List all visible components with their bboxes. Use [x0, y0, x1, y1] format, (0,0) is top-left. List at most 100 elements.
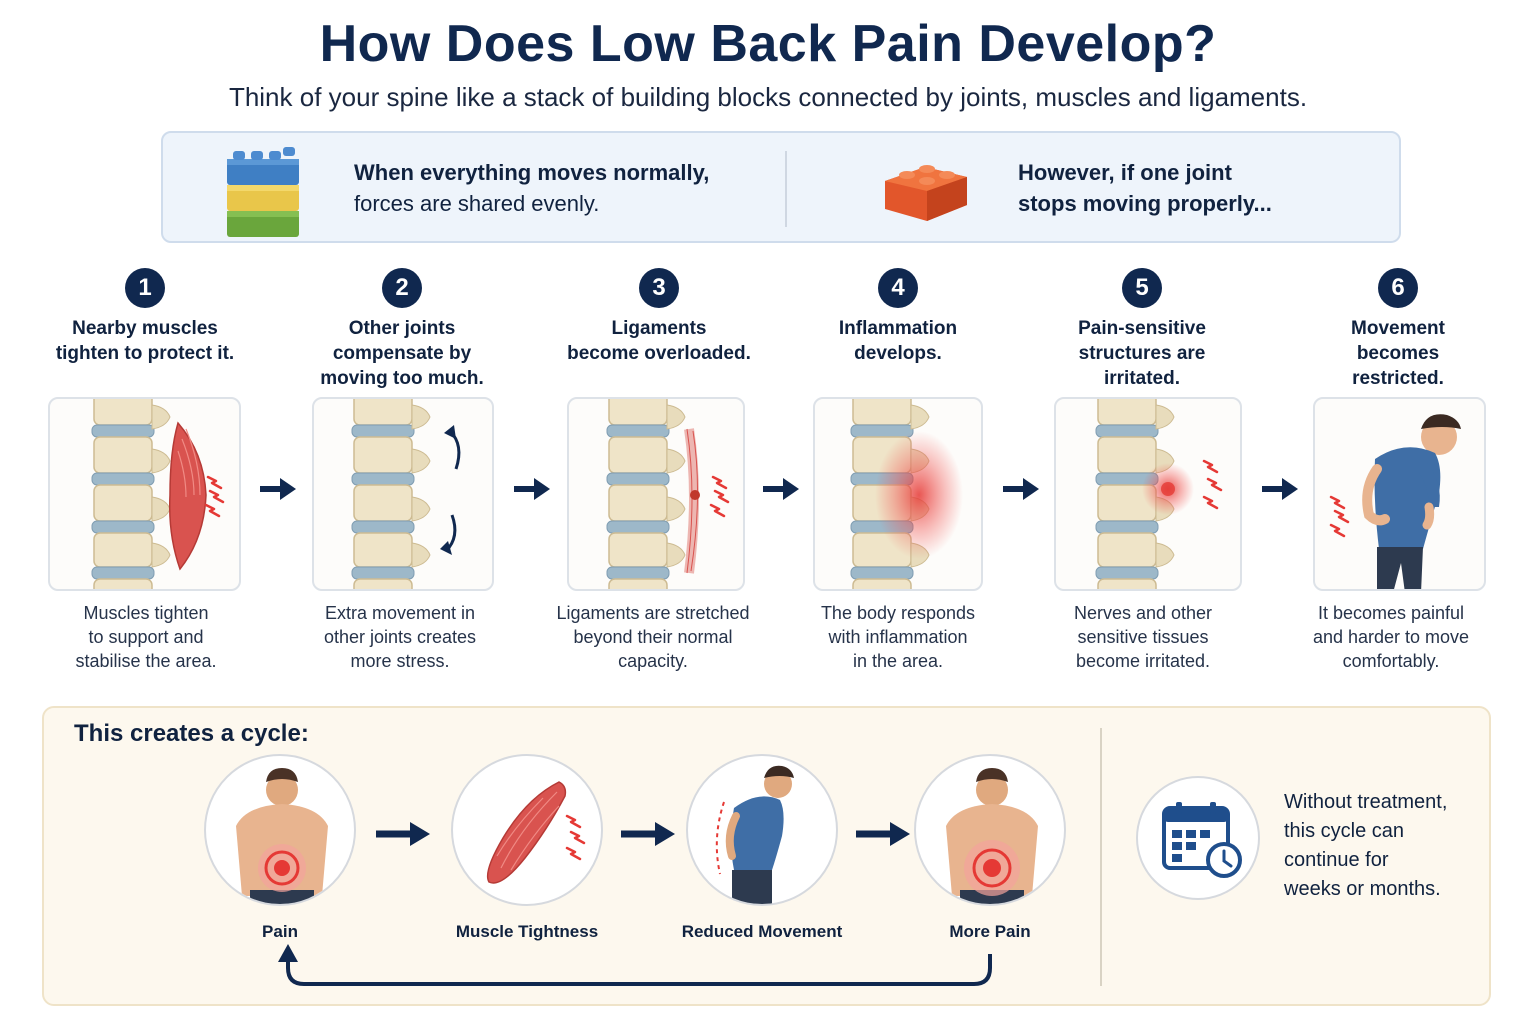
spine-ligament-illustration	[606, 399, 730, 589]
page-title: How Does Low Back Pain Develop?	[319, 15, 1217, 73]
step-title-line: tighten to protect it.	[55, 343, 235, 364]
intro-right-line1: However, if one joint	[1018, 160, 1232, 185]
step-3-illustration	[567, 397, 745, 591]
cycle-label-muscle-tightness: Muscle Tightness	[455, 922, 599, 941]
step-title: Nearby muscles tighten to protect it.	[35, 316, 255, 366]
step-title-line: structures are	[1078, 343, 1206, 364]
calendar-clock-icon	[1162, 802, 1242, 878]
cycle-note-line: Without treatment,	[1284, 791, 1448, 813]
step-title-line: Nearby muscles	[72, 318, 218, 339]
intro-divider	[785, 151, 787, 227]
cycle-movement-circle	[686, 754, 838, 906]
step-title-line: compensate by	[332, 343, 472, 364]
arrow-right-icon	[856, 822, 910, 846]
cycle-pain-circle	[204, 754, 356, 906]
step-title-line: Movement	[1351, 318, 1445, 339]
cycle-divider	[1100, 728, 1102, 986]
step-desc-line: Extra movement in	[324, 603, 476, 623]
intro-left-text: When everything moves normally, forces a…	[354, 157, 709, 219]
step-desc-line: It becomes painful	[1317, 603, 1465, 623]
step-6: 6 Movement becomes restricted.	[1288, 268, 1508, 389]
step-title-line: becomes	[1356, 343, 1440, 364]
step-number: 4	[878, 268, 918, 308]
back-pain-torso-icon	[236, 768, 328, 904]
step-number: 1	[125, 268, 165, 308]
arrow-right-icon	[1003, 478, 1039, 500]
arrow-right-icon	[1262, 478, 1298, 500]
step-3-description: Ligaments are stretched beyond their nor…	[533, 601, 773, 673]
step-4-description: The body responds with inflammation in t…	[778, 601, 1018, 673]
person-back-pain-illustration	[1329, 414, 1461, 589]
step-1-illustration	[48, 397, 241, 591]
step-desc-line: become irritated.	[1075, 651, 1211, 671]
step-desc-line: other joints creates	[323, 627, 477, 647]
intro-right-text: However, if one joint stops moving prope…	[1018, 157, 1272, 219]
step-desc-line: beyond their normal	[573, 627, 733, 647]
calendar-circle	[1136, 776, 1260, 900]
cycle-title: This creates a cycle:	[74, 720, 309, 747]
back-pain-torso-icon	[946, 768, 1038, 904]
step-title-line: Ligaments	[611, 318, 707, 339]
cycle-label-reduced-movement: Reduced Movement	[681, 922, 843, 941]
step-desc-line: and harder to move	[1312, 627, 1470, 647]
cycle-label-pain: Pain	[262, 922, 298, 941]
step-4: 4 Inflammation develops.	[788, 268, 1008, 364]
spine-inflammation-illustration	[850, 399, 963, 589]
step-2: 2 Other joints compensate by moving too …	[292, 268, 512, 389]
step-desc-line: Nerves and other	[1073, 603, 1213, 623]
step-5-illustration	[1054, 397, 1242, 591]
arrow-right-icon	[260, 478, 296, 500]
step-desc-line: more stress.	[350, 651, 450, 671]
arrow-right-icon	[621, 822, 675, 846]
spine-nerve-illustration	[1095, 399, 1223, 589]
intro-left-bold: When everything moves normally,	[354, 160, 710, 185]
step-title-line: Inflammation	[838, 318, 958, 339]
step-title: Ligaments become overloaded.	[549, 316, 769, 366]
step-6-description: It becomes painful and harder to move co…	[1271, 601, 1511, 673]
step-title-line: restricted.	[1352, 368, 1444, 389]
step-2-illustration	[312, 397, 494, 591]
step-number: 6	[1378, 268, 1418, 308]
step-5: 5 Pain-sensitive structures are irritate…	[1032, 268, 1252, 389]
cycle-more-pain-circle	[914, 754, 1066, 906]
spine-muscle-illustration	[91, 399, 225, 589]
bent-person-icon	[715, 765, 794, 904]
step-6-illustration	[1313, 397, 1486, 591]
cycle-muscle-circle	[451, 754, 603, 906]
cycle-box: This creates a cycle: Pain Muscle Tightn…	[42, 706, 1491, 1006]
cycle-note-line: continue for	[1284, 849, 1389, 871]
stacked-blocks-icon	[227, 147, 299, 237]
step-desc-line: sensitive tissues	[1077, 627, 1209, 647]
step-desc-line: with inflammation	[828, 627, 968, 647]
step-desc-line: capacity.	[618, 651, 688, 671]
step-title-line: moving too much.	[320, 368, 484, 389]
step-title-line: develops.	[854, 343, 942, 364]
step-title: Other joints compensate by moving too mu…	[292, 316, 512, 391]
cycle-note-line: this cycle can	[1284, 820, 1405, 842]
step-title: Pain-sensitive structures are irritated.	[1032, 316, 1252, 391]
step-desc-line: stabilise the area.	[75, 651, 217, 671]
intro-box: When everything moves normally, forces a…	[161, 131, 1401, 243]
step-desc-line: The body responds	[820, 603, 976, 623]
cycle-return-arrow-icon	[278, 944, 992, 986]
step-number: 5	[1122, 268, 1162, 308]
step-desc-line: in the area.	[852, 651, 944, 671]
step-title: Movement becomes restricted.	[1288, 316, 1508, 391]
step-2-description: Extra movement in other joints creates m…	[280, 601, 520, 673]
single-block-icon	[885, 165, 967, 221]
step-desc-line: to support and	[88, 627, 204, 647]
arrow-right-icon	[514, 478, 550, 500]
step-4-illustration	[813, 397, 983, 591]
page-subtitle: Think of your spine like a stack of buil…	[228, 82, 1308, 112]
step-title-line: become overloaded.	[567, 343, 751, 364]
cycle-note-line: weeks or months.	[1284, 878, 1441, 900]
step-title-line: Other joints	[348, 318, 456, 339]
step-5-description: Nerves and other sensitive tissues becom…	[1023, 601, 1263, 673]
step-3: 3 Ligaments become overloaded.	[549, 268, 769, 364]
arrow-right-icon	[763, 478, 799, 500]
step-number: 3	[639, 268, 679, 308]
step-title-line: irritated.	[1103, 368, 1181, 389]
step-title: Inflammation develops.	[788, 316, 1008, 366]
muscle-fiber-icon	[486, 781, 586, 884]
cycle-note: Without treatment, this cycle can contin…	[1284, 788, 1484, 904]
